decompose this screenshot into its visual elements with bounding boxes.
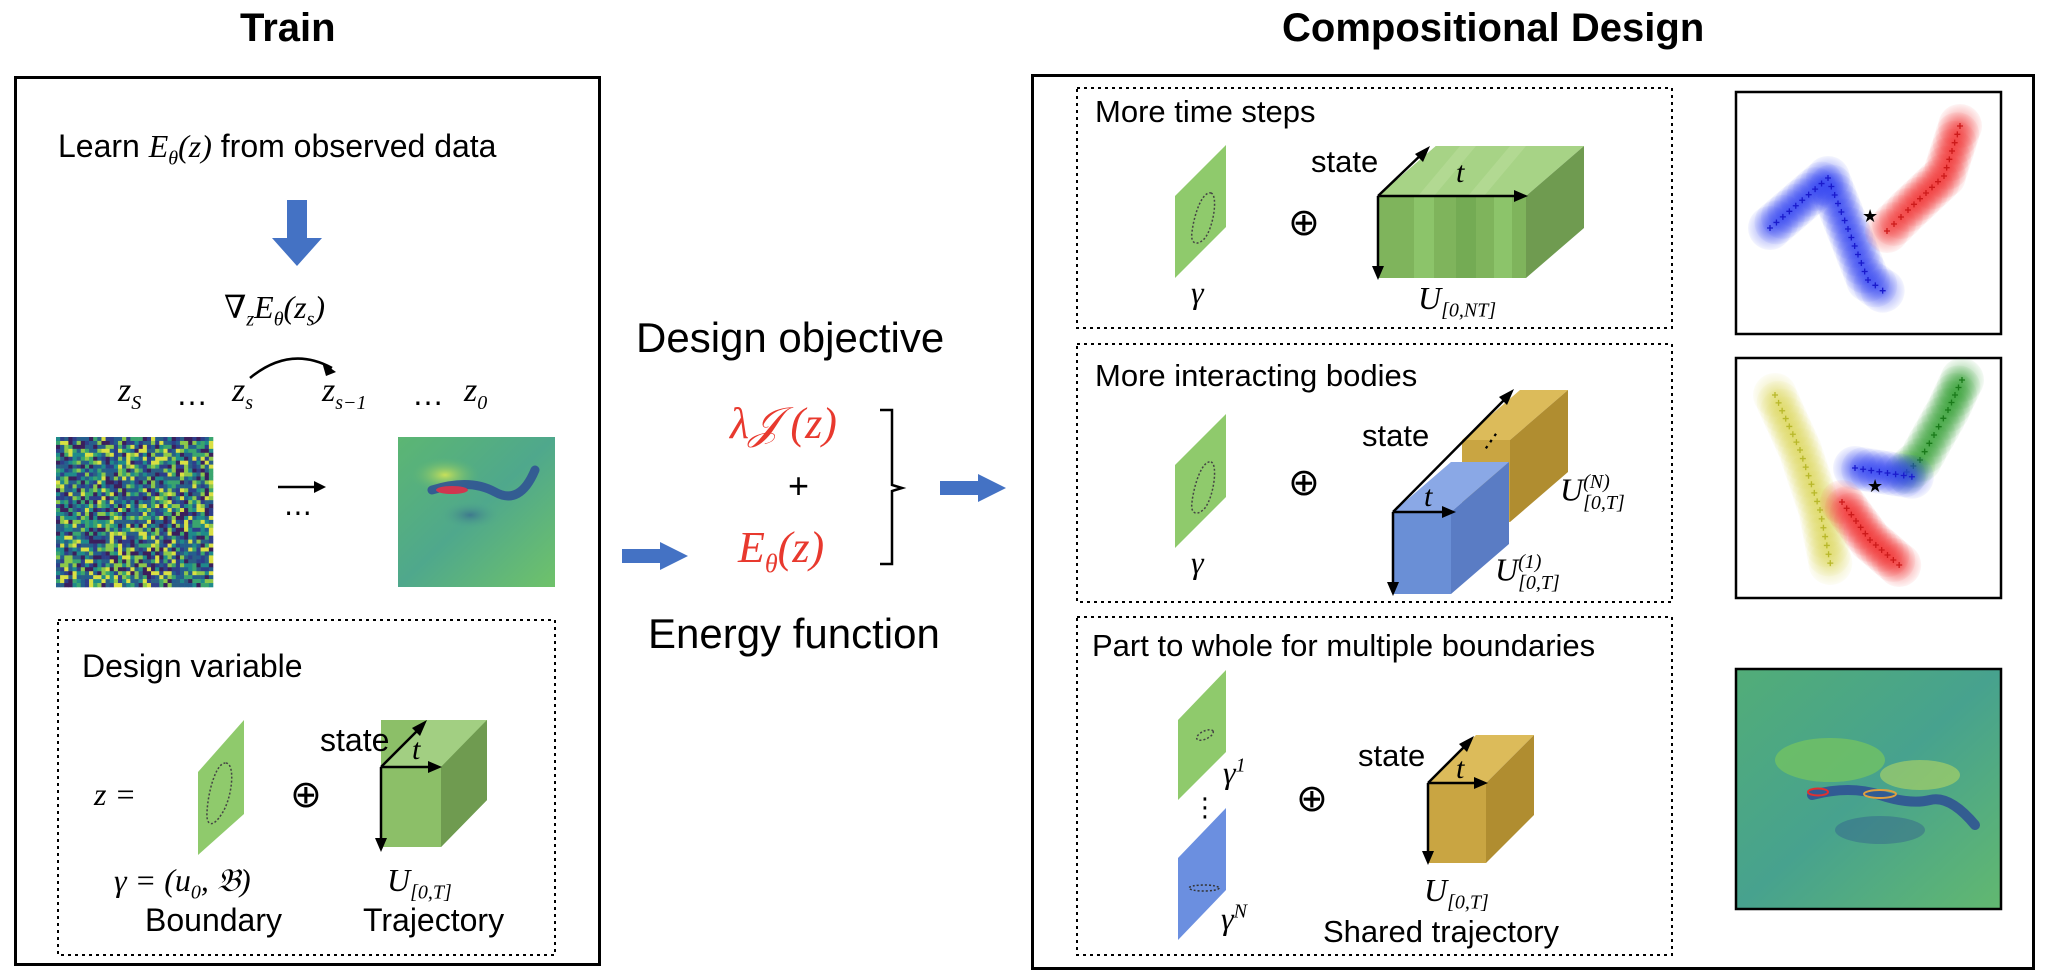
p2-U1: U(1)[0,T] [1495, 551, 1560, 594]
svg-text:★: ★ [1867, 476, 1883, 496]
p3-gammaN: γN [1221, 900, 1247, 936]
p2-gamma-plane [1175, 414, 1226, 548]
plus-sign: + [788, 465, 810, 506]
train-panel [14, 76, 601, 966]
seq-dots1: … [176, 376, 208, 412]
p1-state: state [1311, 144, 1379, 179]
p1-gamma: γ [1191, 274, 1204, 310]
p3-gamma1: γ1 [1223, 754, 1246, 790]
p1-cube [1372, 146, 1584, 280]
design-objective-label: Design objective [636, 314, 945, 361]
p3-state: state [1358, 738, 1426, 773]
p3-dots: ⋮ [1192, 792, 1218, 822]
p2-UN: U(N)[0,T] [1560, 471, 1625, 514]
lambda-J-term: λ𝒥 (z) [730, 399, 837, 448]
shared-trajectory-label: Shared trajectory [1323, 914, 1560, 949]
seq-z0: z0 [464, 372, 488, 414]
p3-gammaN-plane [1178, 808, 1226, 940]
p1-gamma-plane [1175, 145, 1226, 278]
trajectory-cube [375, 720, 487, 852]
p3-U: U[0,T] [1424, 872, 1489, 914]
train-oplus: ⊕ [290, 774, 322, 816]
design-variable-title: Design variable [82, 648, 303, 684]
p1-oplus: ⊕ [1288, 202, 1320, 244]
train-state-label: state [320, 722, 390, 758]
p2-title: More interacting bodies [1095, 358, 1418, 393]
comp-panel [1031, 74, 2035, 970]
design-variable-box [57, 619, 556, 956]
learn-down-arrow [272, 200, 322, 266]
p1-U: U[0,NT] [1418, 280, 1497, 322]
learn-caption: Learn Eθ(z) from observed data [58, 128, 497, 170]
panel-multiple-boundaries [1076, 616, 1673, 956]
energy-function-label: Energy function [648, 610, 940, 657]
train-t-label: t [412, 733, 421, 766]
trajectory-label: Trajectory [363, 902, 505, 938]
comp-title: Compositional Design [1282, 6, 1705, 50]
traj-image-1-content: ★ [1748, 104, 1982, 313]
p3-cube [1422, 735, 1534, 865]
p1-title: More time steps [1095, 94, 1316, 129]
train-title: Train [240, 6, 336, 50]
arrow-dots: ⋯ [284, 497, 312, 528]
brace [880, 408, 907, 566]
train-graphics [56, 200, 556, 956]
traj-image-2-content: ★ [1753, 358, 1984, 587]
p2-gamma: γ [1191, 544, 1204, 580]
z-equals: z = [94, 776, 137, 812]
p2-state: state [1362, 418, 1430, 453]
p2-oplus: ⊕ [1288, 462, 1320, 504]
p3-oplus: ⊕ [1296, 778, 1328, 820]
p3-title: Part to whole for multiple boundaries [1092, 628, 1596, 663]
seq-zs-1: zs−1 [322, 372, 367, 414]
flow-field-image [398, 437, 555, 587]
panel-time-steps [1076, 87, 1673, 329]
p3-t: t [1456, 752, 1465, 785]
noise-image [56, 437, 214, 588]
panel-interacting-bodies [1076, 343, 1673, 603]
gamma-definition: γ = (u0, 𝔅) [114, 862, 251, 904]
arrow-to-design [940, 474, 1006, 502]
flow-field-image-2 [1734, 667, 2003, 911]
svg-text:★: ★ [1862, 206, 1878, 226]
denoise-arrow [278, 481, 326, 493]
seq-zS: zS [118, 372, 142, 414]
p3-gamma1-plane [1178, 670, 1226, 800]
boundary-plane [198, 720, 244, 855]
p2-cube-blue [1387, 389, 1514, 596]
train-U-label: U[0,T] [387, 862, 452, 904]
energy-term: Eθ(z) [738, 523, 825, 578]
seq-dots2: … [412, 376, 444, 412]
p1-t: t [1456, 156, 1465, 189]
p2-t: t [1424, 480, 1433, 513]
boundary-label: Boundary [145, 902, 282, 938]
seq-zs: zs [232, 372, 254, 414]
middle-graphics [622, 408, 1006, 570]
arrow-to-objective [622, 542, 688, 570]
gradient-label: ∇zEθ(zs) [224, 289, 326, 331]
